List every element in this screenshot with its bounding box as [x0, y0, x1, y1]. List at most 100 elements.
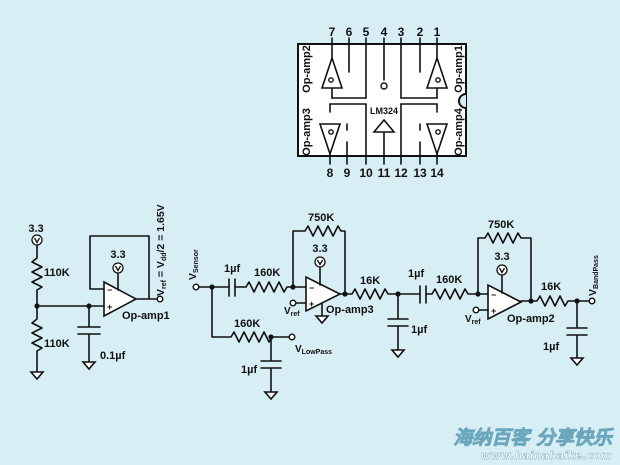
pin-label-7: 7 [329, 25, 336, 39]
watermark: 海纳百客 分享快乐 www.hainabaike.com [453, 427, 614, 463]
opamp2-supply-symbol [496, 264, 508, 276]
pin-label-10: 10 [359, 166, 373, 180]
opamp3-supply-label: 3.3 [312, 243, 327, 255]
opamp2-supply-v [498, 267, 506, 274]
opamp1-symbol [103, 280, 138, 318]
lp-input-resistor-label: 160K [254, 267, 280, 279]
divider-junction-dot [34, 303, 40, 309]
opamp1-supply-label: 3.3 [110, 249, 125, 261]
chip-opamp3-symbol [318, 123, 342, 157]
vlowpass-main: V [295, 344, 302, 355]
lp-input-capacitor [228, 278, 236, 297]
opamp1-output-terminal [156, 295, 164, 303]
vref-formula: = V [155, 261, 167, 280]
bandpass-circuit: 1µf 160K 750K − + Vref 3.3 Op-amp2 16K V… [408, 219, 600, 367]
pin-label-4: 4 [381, 25, 388, 39]
pin-label-5: 5 [363, 25, 370, 39]
opamp2-minus-sign: − [491, 290, 496, 300]
chip-notch [458, 93, 467, 109]
lowpass-circuit: VSensor 1µf 160K 750K − + Vref 3.3 Op-am… [187, 212, 427, 401]
bp-input-resistor [425, 288, 481, 300]
opamp1-label: Op-amp1 [122, 310, 170, 322]
vsensor-terminal [192, 283, 200, 291]
divider-mid-wire [36, 305, 90, 327]
watermark-cn: 海纳百客 分享快乐 [453, 427, 614, 449]
vbandpass-label: VBandPass [587, 255, 600, 296]
lp-output-ground-icon [390, 349, 406, 359]
opamp2-label: Op-amp2 [507, 313, 555, 325]
opamp3-supply-symbol [314, 256, 326, 268]
vbandpass-main: V [587, 289, 599, 296]
chip-name-label: LM324 [370, 106, 398, 116]
chip-op2-label: Op-amp2 [301, 45, 313, 93]
lp-feedback-resistor [292, 225, 346, 295]
chip-opamp1-symbol [425, 55, 449, 89]
vref-formula-label: Vref = Vdd/2 = 1.65V [155, 204, 168, 296]
vlowpass-sub: LowPass [302, 349, 332, 356]
vref-sub: ref [161, 279, 168, 289]
vref-main: V [155, 289, 167, 296]
chip-ground-triangle [372, 118, 396, 133]
pin-label-14: 14 [430, 166, 444, 180]
divider-cap-ground-icon [81, 361, 97, 371]
vsensor-sub: Sensor [193, 249, 200, 273]
opamp1-minus-sign: − [107, 285, 112, 295]
lp-output-capacitor [387, 293, 409, 351]
pin-label-12: 12 [394, 166, 408, 180]
lp-input-resistor [245, 281, 301, 293]
opamp3-vref-label: Vref [284, 306, 300, 318]
chip-op3-label: Op-amp3 [301, 108, 313, 156]
pin-label-2: 2 [417, 25, 424, 39]
lp-feedback-label: 750K [308, 212, 334, 224]
vref-tail: /2 = 1.65V [155, 204, 167, 252]
watermark-url: www.hainabaike.com [481, 449, 612, 462]
vsensor-label: VSensor [187, 249, 200, 280]
bp-input-cap-label: 1µf [408, 268, 424, 280]
opamp3-ground-icon [314, 315, 330, 325]
divider-r-bottom-label: 110K [44, 338, 70, 350]
lp-branch-resistor [211, 286, 291, 343]
lp-branch-cap-label: 1µf [241, 364, 257, 376]
opamp2-vref-sub: ref [472, 319, 482, 326]
chip-opamp4-symbol [425, 123, 449, 157]
opamp3-symbol [305, 275, 342, 313]
chip-top-pin-leads [331, 37, 438, 99]
lp-output-resistor [339, 288, 421, 300]
opamp2-supply-label: 3.3 [494, 251, 509, 263]
vref-sub2: dd [161, 252, 168, 261]
pin-label-1: 1 [434, 25, 441, 39]
opamp2-symbol [487, 283, 523, 321]
divider-supply-v [33, 237, 41, 244]
bp-output-resistor [520, 295, 591, 307]
lp-output-resistor-label: 16K [360, 275, 380, 287]
bp-input-resistor-label: 160K [436, 274, 462, 286]
vlowpass-label: VLowPass [295, 344, 332, 356]
opamp1-plus-sign: + [107, 302, 112, 312]
chip-op4-label: Op-amp4 [453, 107, 465, 156]
bp-output-cap-label: 1µf [543, 341, 559, 353]
divider-cap-label: 0.1µf [100, 350, 126, 362]
bp-feedback-label: 750K [488, 219, 514, 231]
chip-bottom-pin-labels: 8 9 10 11 12 13 14 [327, 166, 444, 180]
vbandpass-terminal [588, 297, 596, 305]
opamp2-plus-sign: + [491, 306, 496, 316]
opamp2-vref-label: Vref [465, 314, 481, 326]
opamp3-vref-main: V [284, 306, 291, 317]
opamp3-vref-sub: ref [291, 311, 301, 318]
bp-output-resistor-label: 16K [541, 281, 561, 293]
vref-divider-circuit: 3.3 110K 110K 0.1µf − + 3.3 Op-amp1 Vref… [28, 204, 170, 381]
vsensor-main: V [187, 273, 199, 280]
divider-capacitor [77, 326, 101, 335]
pin-label-9: 9 [344, 166, 351, 180]
pin-label-6: 6 [346, 25, 353, 39]
opamp1-supply-v [114, 265, 122, 272]
lp-branch-resistor-label: 160K [234, 318, 260, 330]
pin-label-11: 11 [378, 166, 391, 180]
pin-label-13: 13 [413, 166, 427, 180]
chip-top-pin-labels: 7 6 5 4 3 2 1 [329, 25, 441, 39]
chip-internal-wiring [329, 57, 438, 131]
bp-feedback-resistor [477, 232, 532, 302]
lp-branch-capacitor [260, 336, 282, 393]
opamp3-minus-sign: − [309, 283, 314, 293]
